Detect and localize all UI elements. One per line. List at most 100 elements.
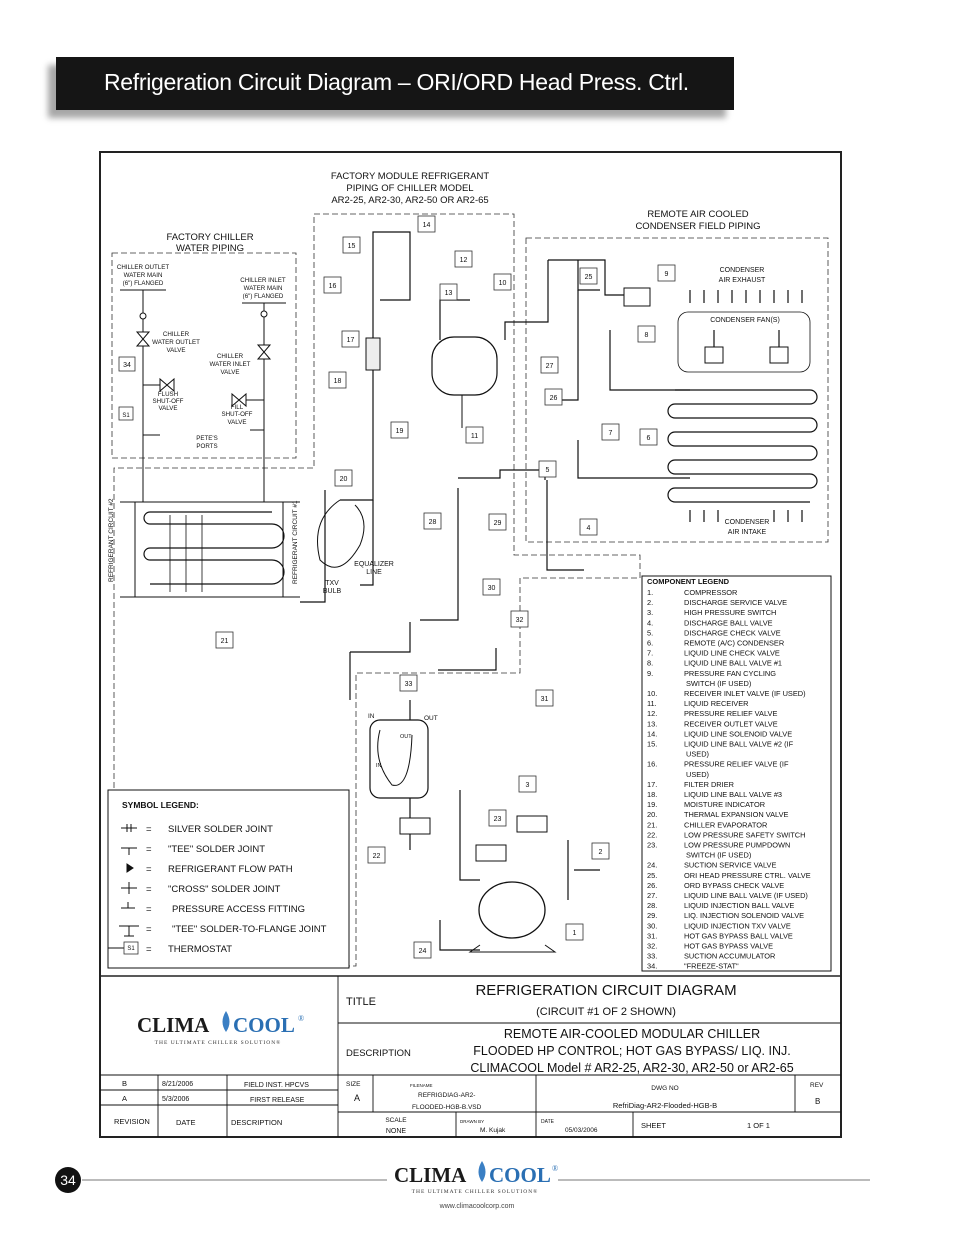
callout-11: 11 bbox=[471, 433, 478, 440]
callout-box-16 bbox=[323, 276, 342, 294]
svg-text:SHEET: SHEET bbox=[641, 1121, 666, 1130]
svg-text:FILENAME: FILENAME bbox=[410, 1083, 433, 1088]
callout-5: 5 bbox=[546, 467, 550, 474]
symbol-label: REFRIGERANT FLOW PATH bbox=[168, 864, 293, 875]
legend-item: MOISTURE INDICATOR bbox=[684, 800, 765, 809]
callout-13: 13 bbox=[445, 290, 453, 297]
svg-text:FLOODED-HGB-B.VSD: FLOODED-HGB-B.VSD bbox=[412, 1104, 482, 1111]
callout-21: 21 bbox=[221, 638, 229, 645]
legend-num: 3. bbox=[647, 608, 653, 617]
legend-num: 16. bbox=[647, 760, 657, 769]
callout-box-21 bbox=[215, 631, 234, 649]
legend-item: PRESSURE FAN CYCLING bbox=[684, 669, 776, 678]
component-legend-title: COMPONENT LEGEND bbox=[647, 577, 730, 586]
legend-item: PRESSURE RELIEF VALVE bbox=[684, 709, 777, 718]
factory-module-title-3: AR2-25, AR2-30, AR2-50 OR AR2-65 bbox=[331, 195, 488, 206]
symbol-glyph-3 bbox=[121, 882, 137, 894]
svg-text:CHILLER: CHILLER bbox=[217, 353, 244, 360]
legend-num: 25. bbox=[647, 871, 657, 880]
callout-12: 12 bbox=[460, 257, 468, 264]
svg-text:CHILLER OUTLET: CHILLER OUTLET bbox=[117, 264, 169, 271]
svg-text:CONDENSER FAN(S): CONDENSER FAN(S) bbox=[710, 317, 780, 324]
callout-2: 2 bbox=[599, 849, 603, 856]
callout-31: 31 bbox=[541, 696, 549, 703]
callout-box-30 bbox=[482, 578, 501, 596]
callout-6: 6 bbox=[647, 435, 651, 442]
legend-item: RECEIVER OUTLET VALVE bbox=[684, 719, 778, 728]
legend-item: SWITCH (IF USED) bbox=[686, 851, 751, 860]
factory-module-title-1: FACTORY MODULE REFRIGERANT bbox=[331, 171, 490, 182]
svg-text:05/03/2006: 05/03/2006 bbox=[565, 1127, 598, 1134]
svg-text:OUT: OUT bbox=[400, 734, 412, 740]
callout-box-10 bbox=[493, 273, 512, 291]
svg-text:OUT: OUT bbox=[424, 715, 438, 722]
legend-num: 27. bbox=[647, 891, 657, 900]
svg-text:(6") FLANGED: (6") FLANGED bbox=[243, 293, 284, 300]
svg-text:FLUSH: FLUSH bbox=[158, 391, 178, 398]
callout-box-31 bbox=[535, 689, 554, 707]
callout-box-5 bbox=[538, 460, 557, 478]
svg-text:BULB: BULB bbox=[323, 588, 342, 595]
svg-text:IN: IN bbox=[368, 713, 375, 720]
symbol-label: "TEE" SOLDER-TO-FLANGE JOINT bbox=[172, 924, 327, 935]
svg-text:THE ULTIMATE CHILLER SOLUTION®: THE ULTIMATE CHILLER SOLUTION® bbox=[412, 1188, 539, 1195]
component-legend-box bbox=[641, 575, 832, 972]
svg-text:AIR INTAKE: AIR INTAKE bbox=[728, 529, 767, 536]
factory-module-boundary bbox=[113, 213, 641, 967]
footer-logo: CLIMA COOL ® THE ULTIMATE CHILLER SOLUTI… bbox=[394, 1161, 558, 1195]
legend-num: 24. bbox=[647, 861, 657, 870]
svg-text:A: A bbox=[354, 1093, 360, 1103]
page-number: 34 bbox=[55, 1167, 81, 1193]
legend-item: USED) bbox=[686, 750, 709, 759]
svg-text:PORTS: PORTS bbox=[196, 443, 217, 450]
svg-text:PETE'S: PETE'S bbox=[196, 435, 217, 442]
callout-18: 18 bbox=[334, 378, 342, 385]
legend-item: LOW PRESSURE PUMPDOWN bbox=[684, 841, 790, 850]
svg-text:CLIMA: CLIMA bbox=[394, 1163, 467, 1187]
legend-num: 5. bbox=[647, 628, 653, 637]
legend-item: LIQ. INJECTION SOLENOID VALVE bbox=[684, 911, 804, 920]
callout-box-20 bbox=[334, 469, 353, 487]
symbol-glyph-0 bbox=[121, 824, 137, 832]
symbol-glyph-1 bbox=[121, 847, 137, 855]
page-title: Refrigeration Circuit Diagram – ORI/ORD … bbox=[104, 69, 689, 95]
callout-3: 3 bbox=[526, 782, 530, 789]
legend-num: 30. bbox=[647, 921, 657, 930]
svg-text:REFRIGERATION CIRCUIT DIAGRAM: REFRIGERATION CIRCUIT DIAGRAM bbox=[475, 982, 736, 999]
callout-box-33 bbox=[399, 674, 418, 692]
svg-text:RefriDiag-AR2-Flooded-HGB-B: RefriDiag-AR2-Flooded-HGB-B bbox=[613, 1101, 717, 1110]
legend-item: CHILLER EVAPORATOR bbox=[684, 820, 767, 829]
legend-num: 29. bbox=[647, 911, 657, 920]
legend-item: USED) bbox=[686, 770, 709, 779]
callout-box-14 bbox=[417, 215, 436, 233]
callout-24: 24 bbox=[419, 948, 427, 955]
legend-num: 17. bbox=[647, 780, 657, 789]
callout-9: 9 bbox=[665, 271, 669, 278]
callout-23: 23 bbox=[494, 816, 502, 823]
footer-url[interactable]: www.climacoolcorp.com bbox=[439, 1203, 515, 1210]
legend-num: 8. bbox=[647, 659, 653, 668]
legend-item: LIQUID INJECTION TXV VALVE bbox=[684, 921, 791, 930]
svg-text:REVISION: REVISION bbox=[114, 1117, 150, 1126]
svg-text:1 OF 1: 1 OF 1 bbox=[747, 1121, 770, 1130]
legend-item: RECEIVER INLET VALVE (IF USED) bbox=[684, 689, 806, 698]
air-arrows bbox=[689, 290, 803, 522]
legend-item: DISCHARGE CHECK VALVE bbox=[684, 628, 781, 637]
symbol-equals: = bbox=[146, 824, 152, 835]
legend-num: 21. bbox=[647, 820, 657, 829]
svg-text:NONE: NONE bbox=[386, 1128, 407, 1135]
svg-text:B: B bbox=[815, 1097, 820, 1106]
callout-box-8 bbox=[637, 325, 656, 343]
callout-15: 15 bbox=[348, 243, 356, 250]
legend-item: "FREEZE-STAT" bbox=[684, 962, 739, 971]
callout-27: 27 bbox=[546, 363, 554, 370]
callout-box-27 bbox=[540, 356, 559, 374]
legend-item: LIQUID LINE BALL VALVE #1 bbox=[684, 659, 782, 668]
svg-text:DATE: DATE bbox=[541, 1119, 555, 1125]
symbol-glyph-4 bbox=[121, 902, 135, 909]
svg-text:DESCRIPTION: DESCRIPTION bbox=[346, 1048, 411, 1059]
symbol-label: "CROSS" SOLDER JOINT bbox=[168, 884, 281, 895]
region-boundaries bbox=[111, 213, 829, 967]
symbol-equals: = bbox=[146, 844, 152, 855]
